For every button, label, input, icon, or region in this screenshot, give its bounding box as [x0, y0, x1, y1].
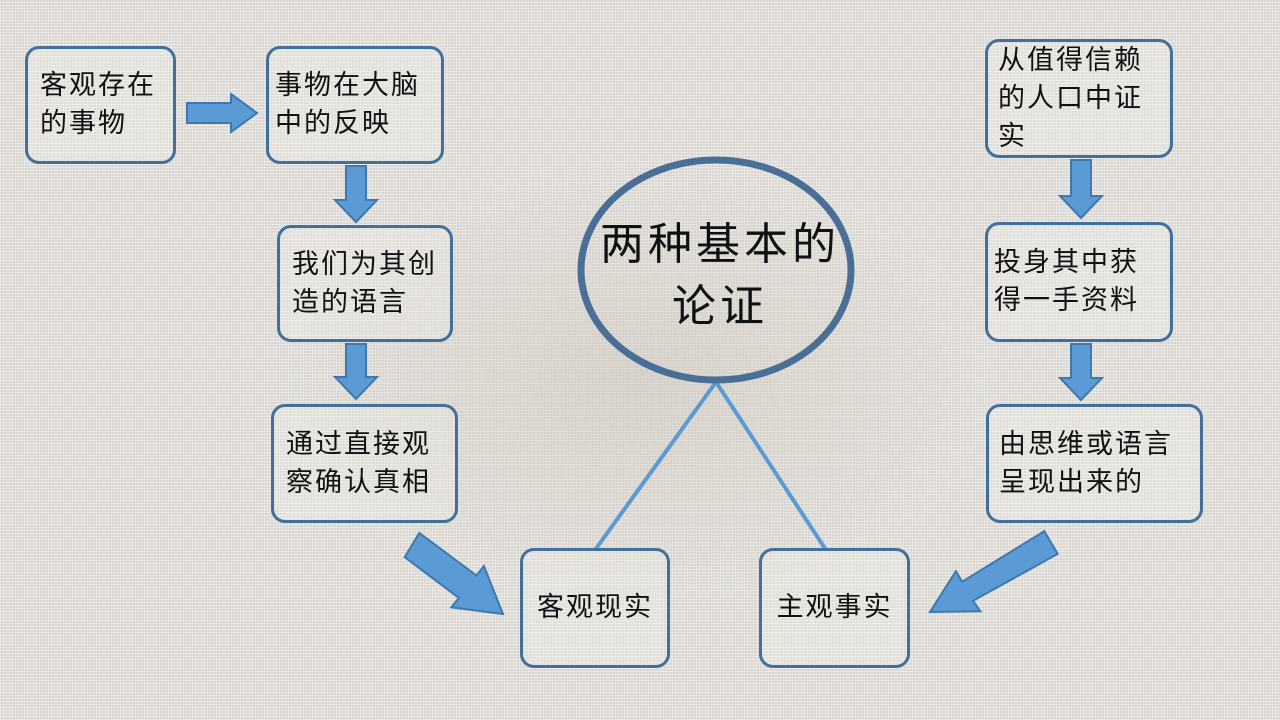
node-our-language: 我们为其创造的语言: [277, 225, 453, 342]
node-our-language-label: 我们为其创造的语言: [292, 248, 437, 318]
arrow-down-left-2: [332, 343, 380, 401]
connector-line-left: [593, 380, 718, 552]
node-brain-reflection-label: 事物在大脑中的反映: [275, 70, 420, 139]
arrow-down-right-1: [1057, 159, 1105, 220]
arrow-diag-to-objective-reality: [403, 531, 505, 616]
node-direct-observation: 通过直接观察确认真相: [271, 404, 458, 523]
node-objective-reality-label: 客观现实: [537, 592, 653, 623]
node-direct-observation-label: 通过直接观察确认真相: [286, 428, 431, 498]
arrow-diag-to-subjective-fact: [928, 529, 1060, 614]
node-objective-things-label: 客观存在的事物: [40, 70, 156, 139]
center-ellipse: [577, 156, 855, 384]
node-firsthand: 投身其中获得一手资料: [985, 222, 1173, 342]
connector-line-right: [714, 380, 828, 552]
node-objective-things: 客观存在的事物: [25, 46, 176, 164]
node-presented: 由思维或语言呈现出来的: [986, 404, 1203, 523]
node-subjective-fact-label: 主观事实: [776, 592, 893, 623]
node-firsthand-label: 投身其中获得一手资料: [994, 247, 1139, 316]
arrow-down-left-1: [332, 165, 380, 224]
arrow-down-right-2: [1057, 343, 1105, 402]
center-title: 两种基本的论证: [600, 219, 840, 332]
node-subjective-fact: 主观事实: [759, 548, 910, 668]
node-trusted-source: 从值得信赖的人口中证实: [985, 39, 1173, 158]
node-trusted-source-label: 从值得信赖的人口中证实: [998, 44, 1143, 152]
node-objective-reality: 客观现实: [520, 548, 670, 668]
node-brain-reflection: 事物在大脑中的反映: [266, 46, 444, 164]
arrow-right-1: [186, 92, 259, 134]
node-presented-label: 由思维或语言呈现出来的: [999, 428, 1173, 498]
